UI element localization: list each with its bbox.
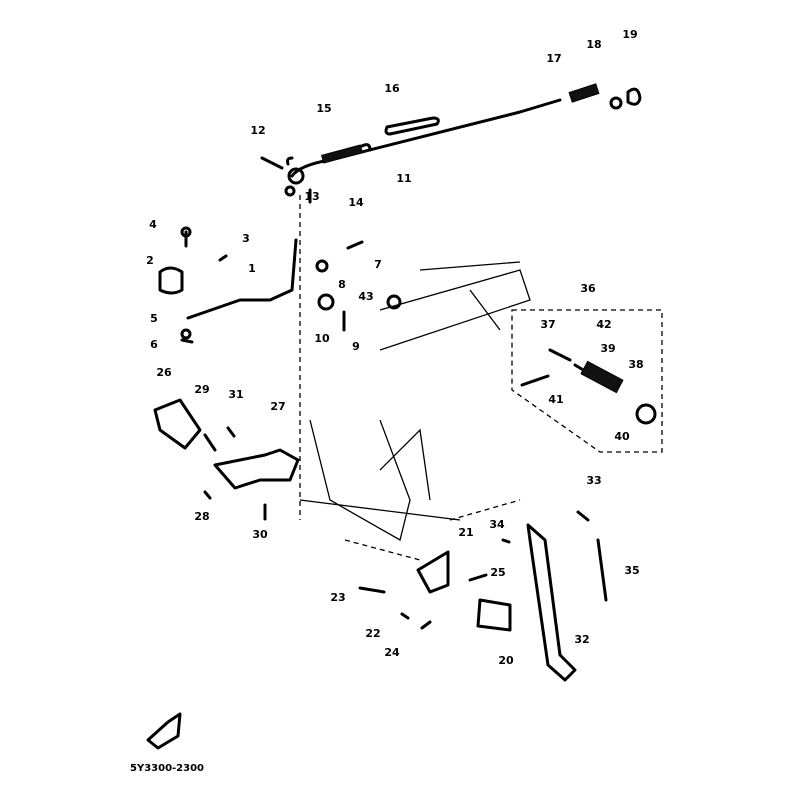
- callout-40: 40: [614, 430, 630, 443]
- callout-9: 9: [352, 340, 360, 353]
- callout-21: 21: [458, 526, 473, 539]
- shift-pedal: [158, 185, 402, 344]
- diagram-code: 5Y3300-2300: [130, 763, 204, 774]
- callout-5: 5: [150, 312, 158, 325]
- callout-13: 13: [304, 190, 319, 203]
- callout-34: 34: [489, 518, 505, 531]
- callout-4: 4: [149, 218, 157, 231]
- callout-33: 33: [586, 474, 601, 487]
- callout-24: 24: [384, 646, 400, 659]
- shift-rod: [260, 83, 642, 185]
- callout-14: 14: [348, 196, 364, 209]
- callout-8: 8: [338, 278, 346, 291]
- callout-18: 18: [586, 38, 601, 51]
- callout-41: 41: [548, 393, 563, 406]
- callout-36: 36: [580, 282, 596, 295]
- callout-42: 42: [596, 318, 611, 331]
- callout-25: 25: [490, 566, 505, 579]
- callout-20: 20: [498, 654, 514, 667]
- model-icon: [146, 712, 182, 750]
- callout-19: 19: [622, 28, 637, 41]
- frame: [299, 195, 531, 561]
- callout-32: 32: [574, 633, 589, 646]
- callout-39: 39: [600, 342, 615, 355]
- callout-43: 43: [358, 290, 373, 303]
- callout-12: 12: [250, 124, 265, 137]
- callout-26: 26: [156, 366, 172, 379]
- callout-27: 27: [270, 400, 285, 413]
- callout-6: 6: [150, 338, 158, 351]
- callout-22: 22: [365, 627, 380, 640]
- callout-37: 37: [540, 318, 555, 331]
- callout-29: 29: [194, 383, 209, 396]
- sidestand: [358, 510, 608, 682]
- callout-31: 31: [228, 388, 243, 401]
- callout-1: 1: [248, 262, 256, 275]
- rear-footrest-bracket: [153, 398, 300, 521]
- callout-7: 7: [374, 258, 382, 271]
- callout-15: 15: [316, 102, 331, 115]
- callout-16: 16: [384, 82, 400, 95]
- callout-3: 3: [242, 232, 250, 245]
- callout-38: 38: [628, 358, 643, 371]
- callout-28: 28: [194, 510, 209, 523]
- callout-17: 17: [546, 52, 561, 65]
- callout-10: 10: [314, 332, 330, 345]
- callout-11: 11: [396, 172, 411, 185]
- callout-35: 35: [624, 564, 639, 577]
- assembly-36: [511, 309, 663, 453]
- callout-23: 23: [330, 591, 345, 604]
- callout-30: 30: [252, 528, 268, 541]
- callout-2: 2: [146, 254, 154, 267]
